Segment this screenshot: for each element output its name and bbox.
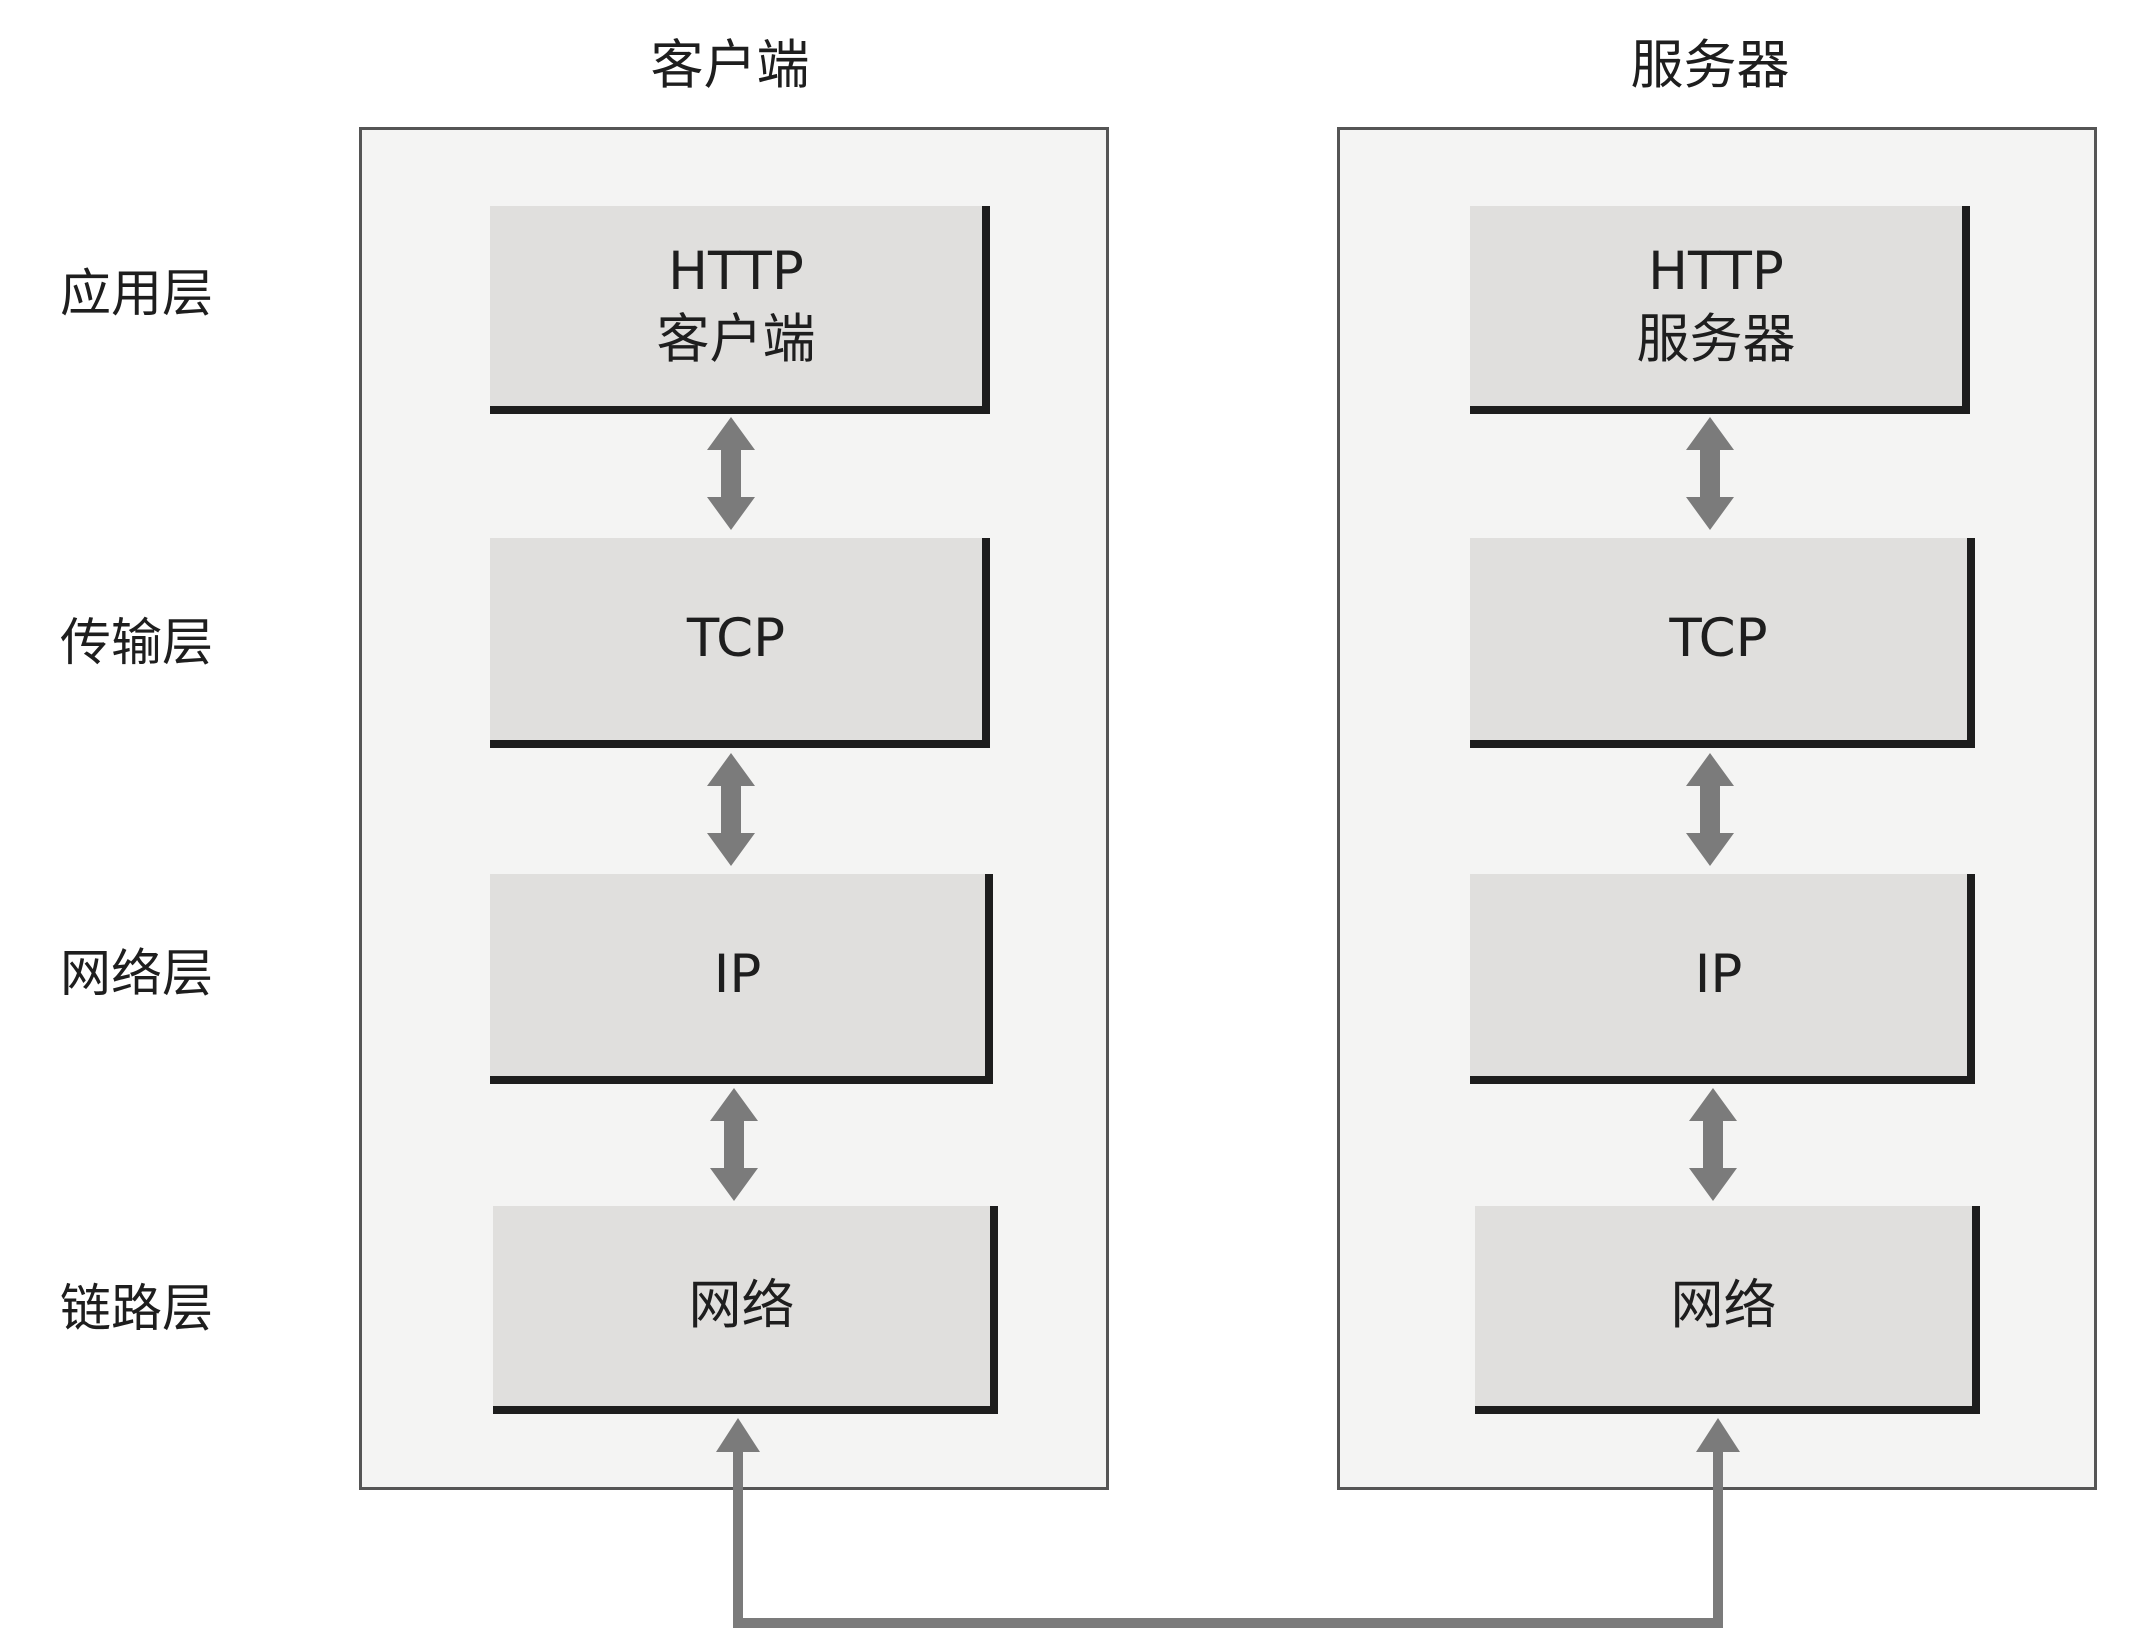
client-network-box: 网络: [493, 1206, 998, 1414]
client-ip-box: IP: [490, 874, 993, 1084]
client-arrow-http-tcp: [707, 417, 755, 530]
client-tcp-label: TCP: [686, 608, 786, 669]
server-arrow-http-tcp: [1686, 417, 1734, 530]
client-tcp-box: TCP: [490, 538, 990, 748]
server-ip-box: IP: [1470, 874, 1975, 1084]
layer-label-network: 网络层: [60, 945, 214, 1004]
link-connector: [733, 1450, 1723, 1628]
client-arrow-ip-network: [710, 1088, 758, 1201]
client-arrow-tcp-ip: [707, 753, 755, 866]
layer-label-transport: 传输层: [60, 614, 214, 673]
client-link-arrowhead: [716, 1418, 760, 1452]
client-network-label: 网络: [688, 1275, 795, 1336]
server-network-box: 网络: [1475, 1206, 1980, 1414]
client-http-sublabel: 客户端: [656, 309, 816, 370]
server-http-sublabel: 服务器: [1636, 309, 1796, 370]
server-arrow-tcp-ip: [1686, 753, 1734, 866]
server-http-label: HTTP: [1648, 241, 1784, 302]
client-ip-label: IP: [713, 944, 762, 1005]
client-http-box: HTTP 客户端: [490, 206, 990, 414]
layer-label-application: 应用层: [60, 265, 214, 324]
server-link-arrowhead: [1696, 1418, 1740, 1452]
server-network-label: 网络: [1670, 1275, 1777, 1336]
server-tcp-label: TCP: [1669, 608, 1768, 669]
client-http-label: HTTP: [668, 241, 804, 302]
server-http-box: HTTP 服务器: [1470, 206, 1970, 414]
server-ip-label: IP: [1694, 944, 1743, 1005]
server-arrow-ip-network: [1689, 1088, 1737, 1201]
server-tcp-box: TCP: [1470, 538, 1975, 748]
layer-label-link: 链路层: [60, 1280, 214, 1339]
client-title: 客户端: [650, 35, 810, 96]
server-title: 服务器: [1630, 35, 1790, 96]
